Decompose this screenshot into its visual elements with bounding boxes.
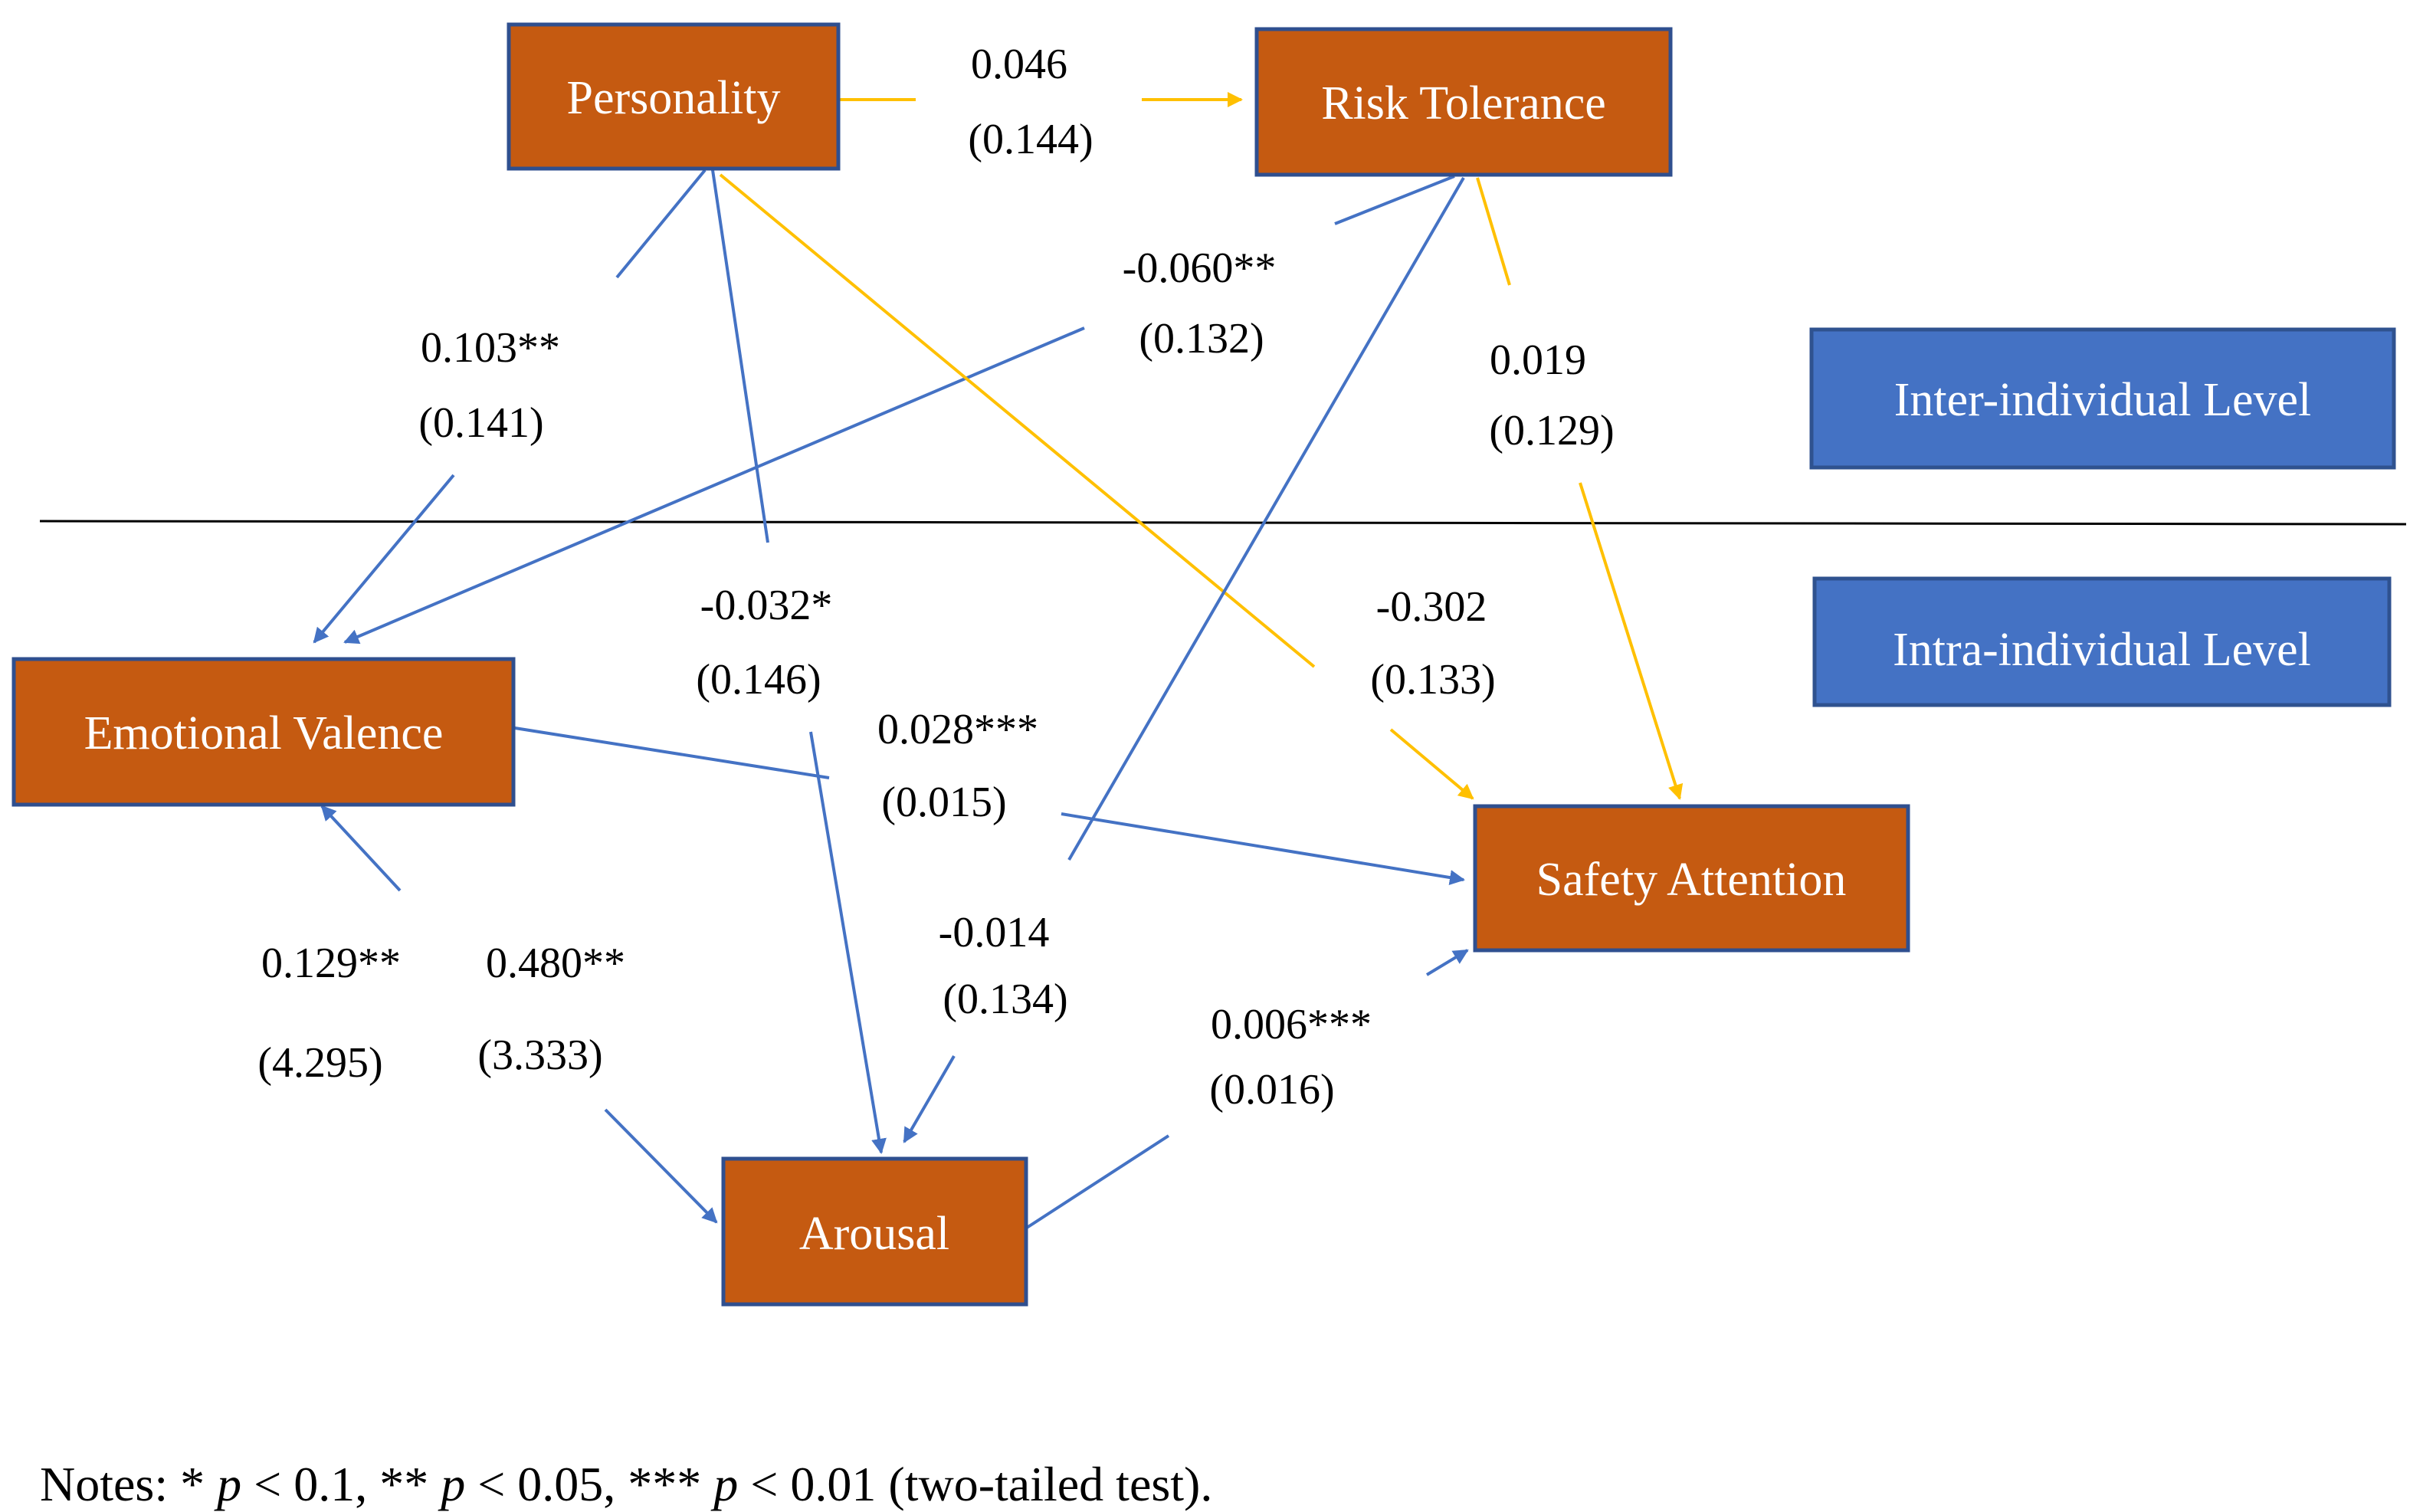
coef-personality-risktolerance: 0.046 (0.144) [968, 41, 1093, 163]
coef-value: -0.032* [700, 582, 833, 629]
coef-risktolerance-arousal: -0.014 (0.134) [939, 909, 1068, 1023]
coef-value: -0.014 [939, 909, 1050, 956]
coef-emotionalvalence-arousal: 0.480** (3.333) [477, 940, 625, 1079]
node-emotional-valence: Emotional Valence [11, 657, 516, 807]
coef-emotionalvalence-safetyattention: 0.028*** (0.015) [877, 706, 1038, 826]
notes-p1: p [214, 1457, 241, 1511]
node-safety-attention: Safety Attention [1473, 804, 1910, 953]
level-divider [39, 520, 2407, 526]
notes-p3: p [710, 1457, 738, 1511]
coef-value: 0.006*** [1211, 1001, 1372, 1048]
coef-se: (0.144) [968, 116, 1093, 163]
coef-value: 0.103** [421, 324, 560, 372]
path-personality-safetyattention [719, 173, 1474, 800]
path-personality-emotionalvalence [313, 169, 707, 644]
coef-se: (0.015) [881, 779, 1006, 826]
coef-se: (0.134) [943, 976, 1067, 1023]
node-risk-tolerance: Risk Tolerance [1254, 27, 1673, 177]
path-risktolerance-safetyattention [1476, 177, 1684, 800]
coef-se: (0.146) [696, 656, 821, 704]
coef-value: 0.480** [486, 940, 625, 987]
coef-value: 0.028*** [877, 706, 1038, 753]
coef-risktolerance-safetyattention: 0.019 (0.129) [1489, 336, 1614, 454]
intra-individual-level-box: Intra-individual Level [1812, 576, 2392, 707]
coef-arousal-safetyattention: 0.006*** (0.016) [1209, 1001, 1372, 1114]
coef-personality-emotionalvalence: 0.103** (0.141) [418, 324, 560, 447]
node-arousal-label: Arousal [799, 1208, 949, 1260]
path-arousal-safetyattention [1025, 949, 1469, 1229]
path-emotionalvalence-safetyattention [514, 726, 1465, 885]
path-emotionalvalence-arousal [604, 1108, 718, 1224]
node-emotional-valence-label: Emotional Valence [84, 707, 444, 759]
coef-arousal-emotionalvalence: 0.129** (4.295) [257, 940, 401, 1087]
coef-value: 0.129** [261, 940, 401, 987]
notes-t3: < 0.01 (two-tailed test). [738, 1457, 1212, 1511]
notes-t2: < 0.05, *** [465, 1457, 713, 1511]
coef-value: 0.046 [971, 41, 1067, 88]
node-personality: Personality [507, 22, 841, 171]
coef-se: (0.141) [418, 399, 543, 447]
notes-p2: p [438, 1457, 465, 1511]
inter-individual-level-box: Inter-individual Level [1809, 327, 2396, 470]
notes-prefix: Notes: * [40, 1457, 217, 1511]
inter-individual-level-label: Inter-individual Level [1894, 374, 2312, 426]
coef-se: (0.133) [1370, 656, 1495, 704]
coef-se: (0.129) [1489, 407, 1614, 454]
coef-se: (4.295) [257, 1039, 382, 1087]
path-risktolerance-emotionalvalence [343, 175, 1455, 644]
coef-se: (0.132) [1139, 315, 1264, 362]
notes-t1: < 0.1, ** [241, 1457, 441, 1511]
node-arousal: Arousal [721, 1156, 1028, 1307]
coef-risktolerance-emotionalvalence: -0.060** (0.132) [1123, 244, 1277, 362]
coef-personality-arousal: -0.032* (0.146) [696, 582, 832, 704]
node-risk-tolerance-label: Risk Tolerance [1321, 77, 1606, 130]
coef-value: -0.060** [1123, 244, 1277, 292]
coef-se: (3.333) [477, 1032, 602, 1079]
coef-se: (0.016) [1209, 1066, 1334, 1114]
path-risktolerance-arousal [903, 176, 1465, 1143]
coef-value: 0.019 [1490, 336, 1586, 384]
notes: Notes: * p < 0.1, ** p < 0.05, *** p < 0… [40, 1457, 1212, 1511]
coef-value: -0.302 [1376, 583, 1487, 631]
node-safety-attention-label: Safety Attention [1536, 854, 1847, 906]
intra-individual-level-label: Intra-individual Level [1893, 624, 2311, 676]
path-personality-arousal [711, 169, 887, 1154]
node-personality-label: Personality [567, 72, 781, 124]
coef-personality-safetyattention: -0.302 (0.133) [1370, 583, 1495, 704]
path-arousal-emotionalvalence [320, 805, 402, 892]
